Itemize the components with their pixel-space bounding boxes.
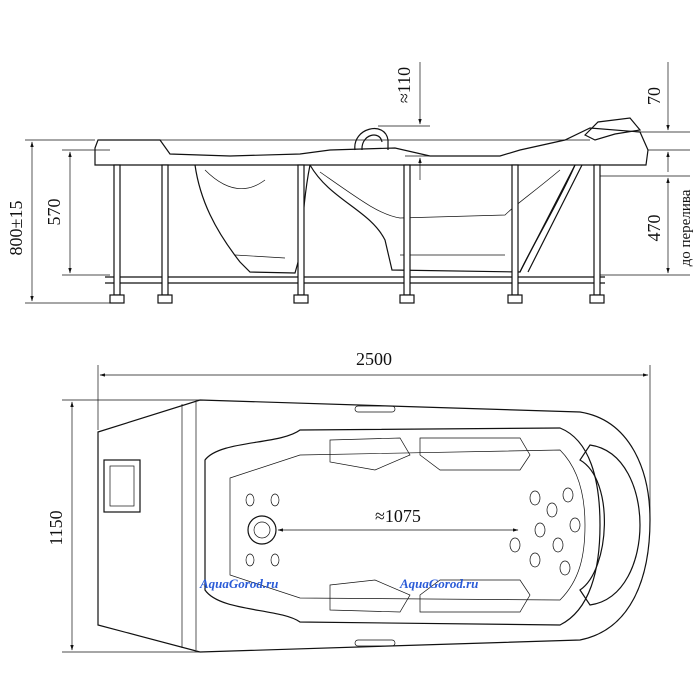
dim-width: 1150 [46, 510, 66, 545]
dim-top-70: 70 [644, 87, 664, 105]
foot [589, 294, 605, 304]
side-grip [354, 405, 396, 413]
control-panel-screen [109, 465, 135, 507]
jet-icon [270, 553, 280, 567]
top-view: 2500 1150 ≈1075 AquaGorod.ru AquaGorod.r… [46, 349, 651, 653]
drain-icon [247, 515, 277, 545]
jet-icon [546, 502, 558, 518]
side-view: 800±15 570 ≈110 70 470 до перелива [6, 62, 694, 304]
side-legs [109, 164, 605, 304]
top-headrest [579, 444, 641, 606]
jet-icon [562, 487, 574, 503]
leg [297, 164, 305, 296]
dim-overflow-note: до перелива [678, 189, 694, 266]
foot [109, 294, 125, 304]
drain-inner [253, 521, 271, 539]
foot [293, 294, 309, 304]
dim-height-570: 570 [44, 199, 64, 226]
jet-icon [245, 553, 255, 567]
foot [399, 294, 415, 304]
jet-icon [529, 490, 541, 506]
top-seat-upper [329, 437, 531, 471]
jet-icon [552, 537, 564, 553]
leg [113, 164, 121, 296]
top-outer-contour [97, 399, 651, 653]
jet-icon [270, 493, 280, 507]
watermark-left: AquaGorod.ru [199, 576, 278, 591]
dim-height-470: 470 [644, 215, 664, 242]
side-headrest [583, 117, 642, 141]
top-inner-bowl-2 [229, 449, 586, 601]
side-diagonal-support [519, 164, 583, 273]
side-tub-body [194, 164, 311, 274]
control-panel [103, 459, 141, 513]
leg [593, 164, 601, 296]
side-grip [354, 639, 396, 647]
dim-inner-length: ≈1075 [375, 506, 421, 526]
foot [157, 294, 173, 304]
jets [245, 487, 581, 576]
top-seat-lower [329, 579, 531, 613]
leg [403, 164, 411, 296]
top-inner-bowl [204, 427, 601, 626]
leg [161, 164, 169, 296]
jet-icon [529, 552, 541, 568]
dim-top-110: ≈110 [394, 67, 414, 103]
jet-icon [509, 537, 521, 553]
jet-icon [245, 493, 255, 507]
side-rim [94, 127, 649, 166]
jet-icon [569, 517, 581, 533]
watermark-right: AquaGorod.ru [399, 576, 478, 591]
side-tub-body-2 [309, 164, 576, 273]
side-tub-contour [204, 169, 561, 259]
foot [507, 294, 523, 304]
side-handle [354, 128, 389, 151]
jet-icon [534, 522, 546, 538]
leg [511, 164, 519, 296]
dim-length: 2500 [356, 349, 392, 369]
jet-icon [559, 560, 571, 576]
dim-height-total: 800±15 [6, 201, 26, 256]
